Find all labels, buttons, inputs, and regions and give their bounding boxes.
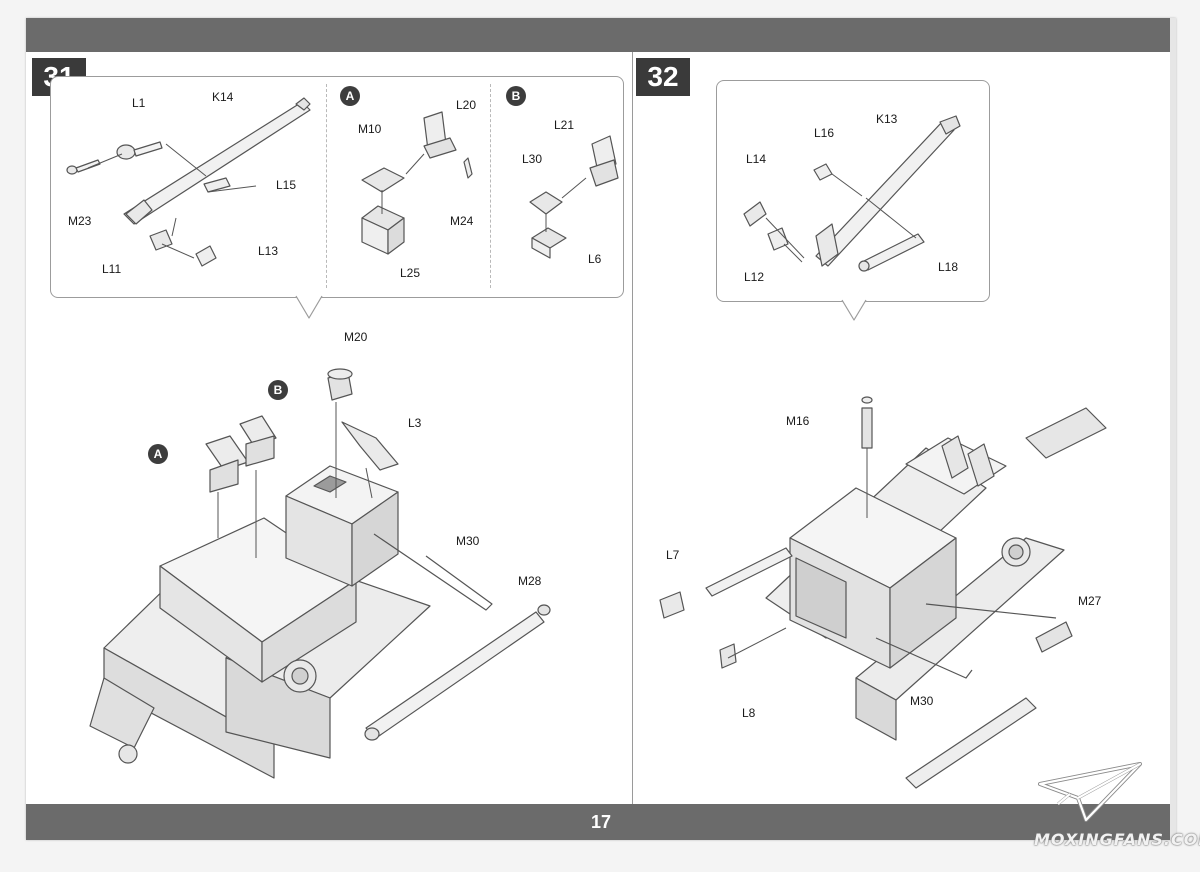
part-label: K13	[876, 112, 898, 126]
page-gutter	[634, 52, 638, 804]
callout-badge-b: B	[506, 86, 526, 106]
assembly-arrows	[545, 177, 587, 232]
part-label: M28	[518, 574, 542, 588]
l21-seat-part	[589, 135, 619, 187]
callout-tail	[841, 299, 867, 321]
l16-part	[813, 163, 833, 181]
m24-part	[463, 157, 473, 179]
part-label: L14	[746, 152, 767, 166]
paper-plane-icon	[1038, 762, 1142, 822]
assembly-arrows	[381, 153, 425, 214]
main-badge-b: B	[268, 380, 288, 400]
l11-part	[149, 229, 173, 251]
bulldozer-31	[89, 368, 551, 779]
part-label: L25	[400, 266, 421, 280]
l1-part	[116, 141, 163, 160]
bulldozer-32	[659, 396, 1107, 789]
bottom-band	[26, 804, 1176, 840]
l25-base-part	[361, 205, 405, 255]
assembly-arrows	[765, 173, 917, 263]
page-number: 17	[590, 811, 612, 832]
part-label: L18	[938, 260, 959, 274]
step-32-number: 32	[636, 58, 690, 96]
step-32-callout	[716, 80, 990, 302]
part-label: K14	[212, 90, 234, 104]
part-label: L8	[742, 706, 756, 720]
l13-part	[195, 245, 217, 267]
part-label: L12	[744, 270, 765, 284]
m10-cushion-part	[361, 167, 405, 193]
page-edge	[1170, 18, 1176, 840]
part-label: L20	[456, 98, 477, 112]
k14-cylinder-part	[123, 97, 311, 225]
part-label: L30	[522, 152, 543, 166]
part-label: L21	[554, 118, 575, 132]
part-label: L7	[666, 548, 680, 562]
part-label: L11	[102, 262, 122, 276]
callout-tail	[295, 295, 323, 319]
instruction-page: 31 32	[26, 18, 1176, 840]
part-label: M10	[358, 122, 382, 136]
top-band	[26, 18, 1176, 52]
l6-base-part	[531, 227, 567, 259]
l30-cushion-part	[529, 191, 563, 215]
k13-boom-part	[815, 115, 961, 267]
part-label: M16	[786, 414, 810, 428]
part-label: M27	[1078, 594, 1102, 608]
callout-divider	[490, 84, 491, 288]
assembly-drawings	[66, 97, 1107, 789]
l14-part	[743, 201, 767, 227]
part-label: L13	[258, 244, 279, 258]
assembly-arrows	[87, 143, 257, 259]
part-label: M20	[344, 330, 368, 344]
callout-divider	[326, 84, 327, 288]
part-label: L16	[814, 126, 835, 140]
part-label: M23	[68, 214, 92, 228]
gutter-line	[632, 52, 633, 804]
m23-part	[66, 159, 101, 175]
part-label: M24	[450, 214, 474, 228]
part-label: L1	[132, 96, 146, 110]
watermark-text: MOXINGFANS.COM	[1034, 830, 1200, 849]
part-label: L6	[588, 252, 602, 266]
callout-badge-a: A	[340, 86, 360, 106]
part-label: M30	[910, 694, 934, 708]
l18-part	[858, 233, 925, 272]
l20-seat-part	[423, 111, 457, 159]
part-label: L3	[408, 416, 422, 430]
main-badge-a: A	[148, 444, 168, 464]
l15-part	[203, 177, 231, 193]
part-label: M30	[456, 534, 480, 548]
part-label: L15	[276, 178, 297, 192]
step-31-callout	[50, 76, 624, 298]
